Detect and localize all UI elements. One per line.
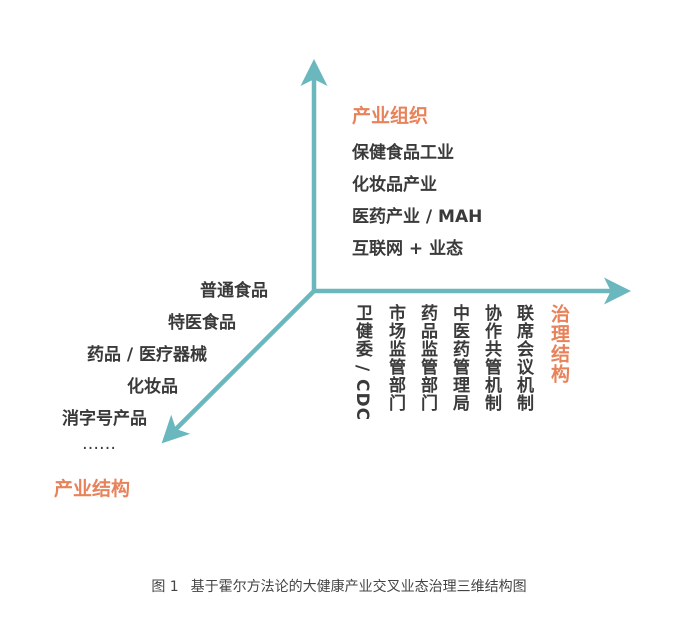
diagonal-axis-item-ellipsis: ……	[82, 434, 116, 454]
diagonal-axis-item: 消字号产品	[62, 409, 147, 429]
diagonal-axis-title: 产业结构	[54, 478, 131, 500]
horizontal-axis-item: 中医药管理局	[449, 304, 469, 412]
horizontal-axis-item: 药品监管部门	[417, 304, 437, 412]
vertical-axis-item: 互联网 + 业态	[352, 239, 464, 259]
horizontal-axis-item: 协作共管机制	[481, 304, 501, 412]
horizontal-axis-title: 治理结构	[548, 304, 570, 384]
vertical-axis-title: 产业组织	[352, 105, 429, 127]
diagonal-axis-arrow	[161, 287, 318, 444]
figure-caption-text: 基于霍尔方法论的大健康产业交叉业态治理三维结构图	[190, 579, 527, 595]
figure-caption: 图 1 基于霍尔方法论的大健康产业交叉业态治理三维结构图	[0, 576, 678, 596]
vertical-axis-item: 化妆品产业	[352, 175, 437, 195]
vertical-axis-item: 保健食品工业	[352, 143, 454, 163]
horizontal-axis-item: 市场监管部门	[385, 304, 405, 412]
horizontal-axis-item: 卫健委 / CDC	[352, 304, 372, 422]
diagonal-axis-item: 化妆品	[127, 377, 178, 397]
diagonal-axis-item: 药品 / 医疗器械	[87, 345, 208, 365]
diagonal-axis-item: 特医食品	[168, 313, 236, 333]
figure-number: 图 1	[151, 579, 179, 595]
vertical-axis-item: 医药产业 / MAH	[352, 207, 483, 227]
horizontal-axis-item: 联席会议机制	[513, 304, 533, 412]
diagonal-axis-item: 普通食品	[200, 281, 268, 301]
